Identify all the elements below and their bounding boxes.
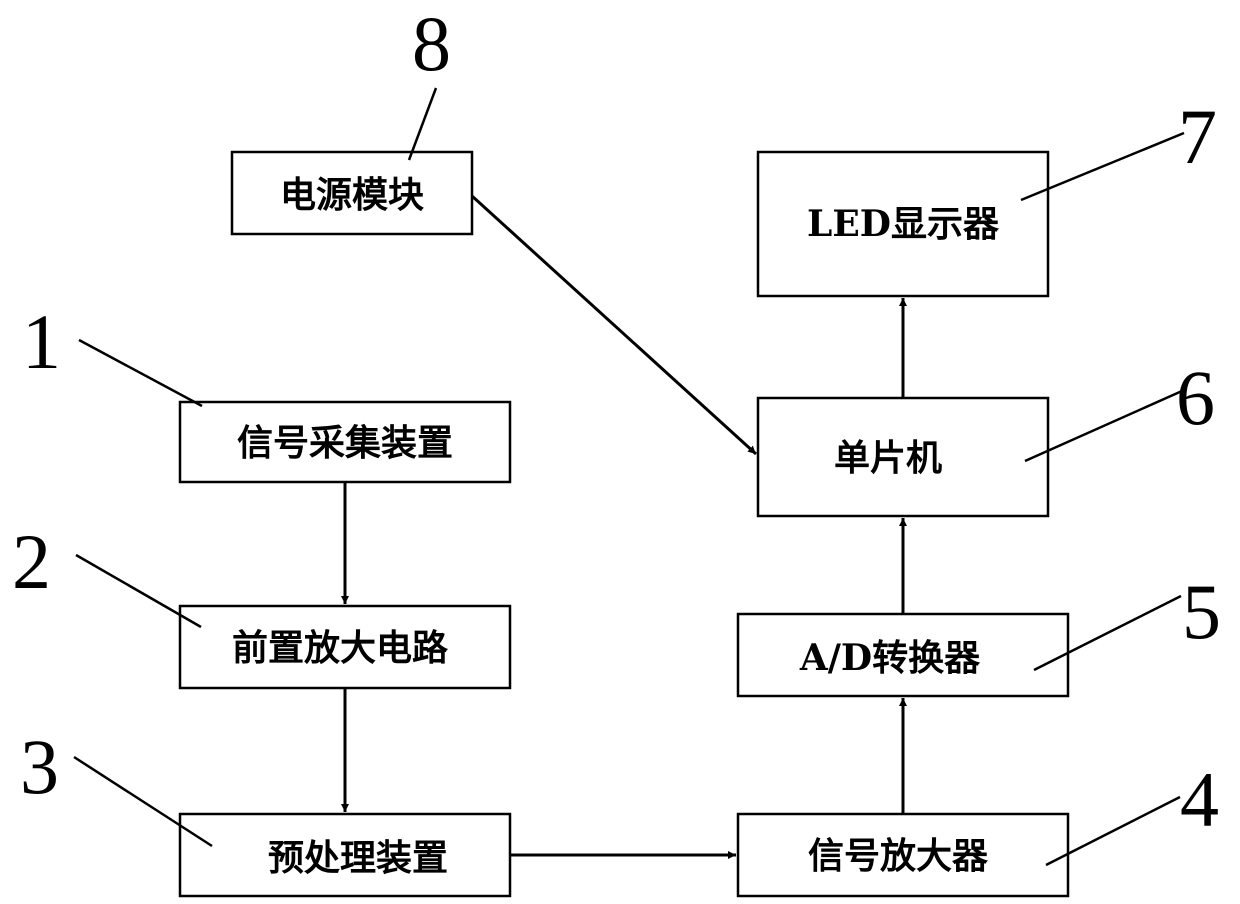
signal-acquisition-label: 信号采集装置 [237,422,453,464]
preamp-circuit-block: 前置放大电路 [180,606,510,688]
led-display-block: LED显示器 [758,152,1048,296]
ref-number-3: 3 [20,723,59,810]
ref-number-6: 6 [1176,354,1215,441]
signal-acquisition-block: 信号采集装置 [180,402,510,482]
signal-amplifier-label: 信号放大器 [808,835,989,877]
ref-number-1: 1 [22,298,61,385]
power-module-block: 电源模块 [232,152,472,234]
led-display-label: LED显示器 [807,203,1000,245]
mcu-label: 单片机 [834,437,942,479]
leader-line-8 [409,88,436,160]
leader-line-3 [74,757,212,846]
preprocessing-block: 预处理装置 [180,814,510,896]
power-module-label: 电源模块 [280,174,424,216]
preamp-circuit-label: 前置放大电路 [232,627,449,669]
ref-number-5: 5 [1182,568,1221,655]
ref-number-7: 7 [1178,93,1217,180]
preprocessing-label: 预处理装置 [268,837,448,879]
leader-line-2 [76,555,201,627]
ad-converter-label: A/D转换器 [799,637,981,679]
ref-number-8: 8 [412,0,451,87]
arrow-power-to-mcu [472,196,756,454]
ref-number-4: 4 [1180,756,1219,843]
mcu-block: 单片机 [758,398,1048,516]
ref-number-2: 2 [12,518,51,605]
ad-converter-block: A/D转换器 [738,614,1068,696]
signal-amplifier-block: 信号放大器 [738,814,1068,896]
leader-line-1 [79,340,202,406]
